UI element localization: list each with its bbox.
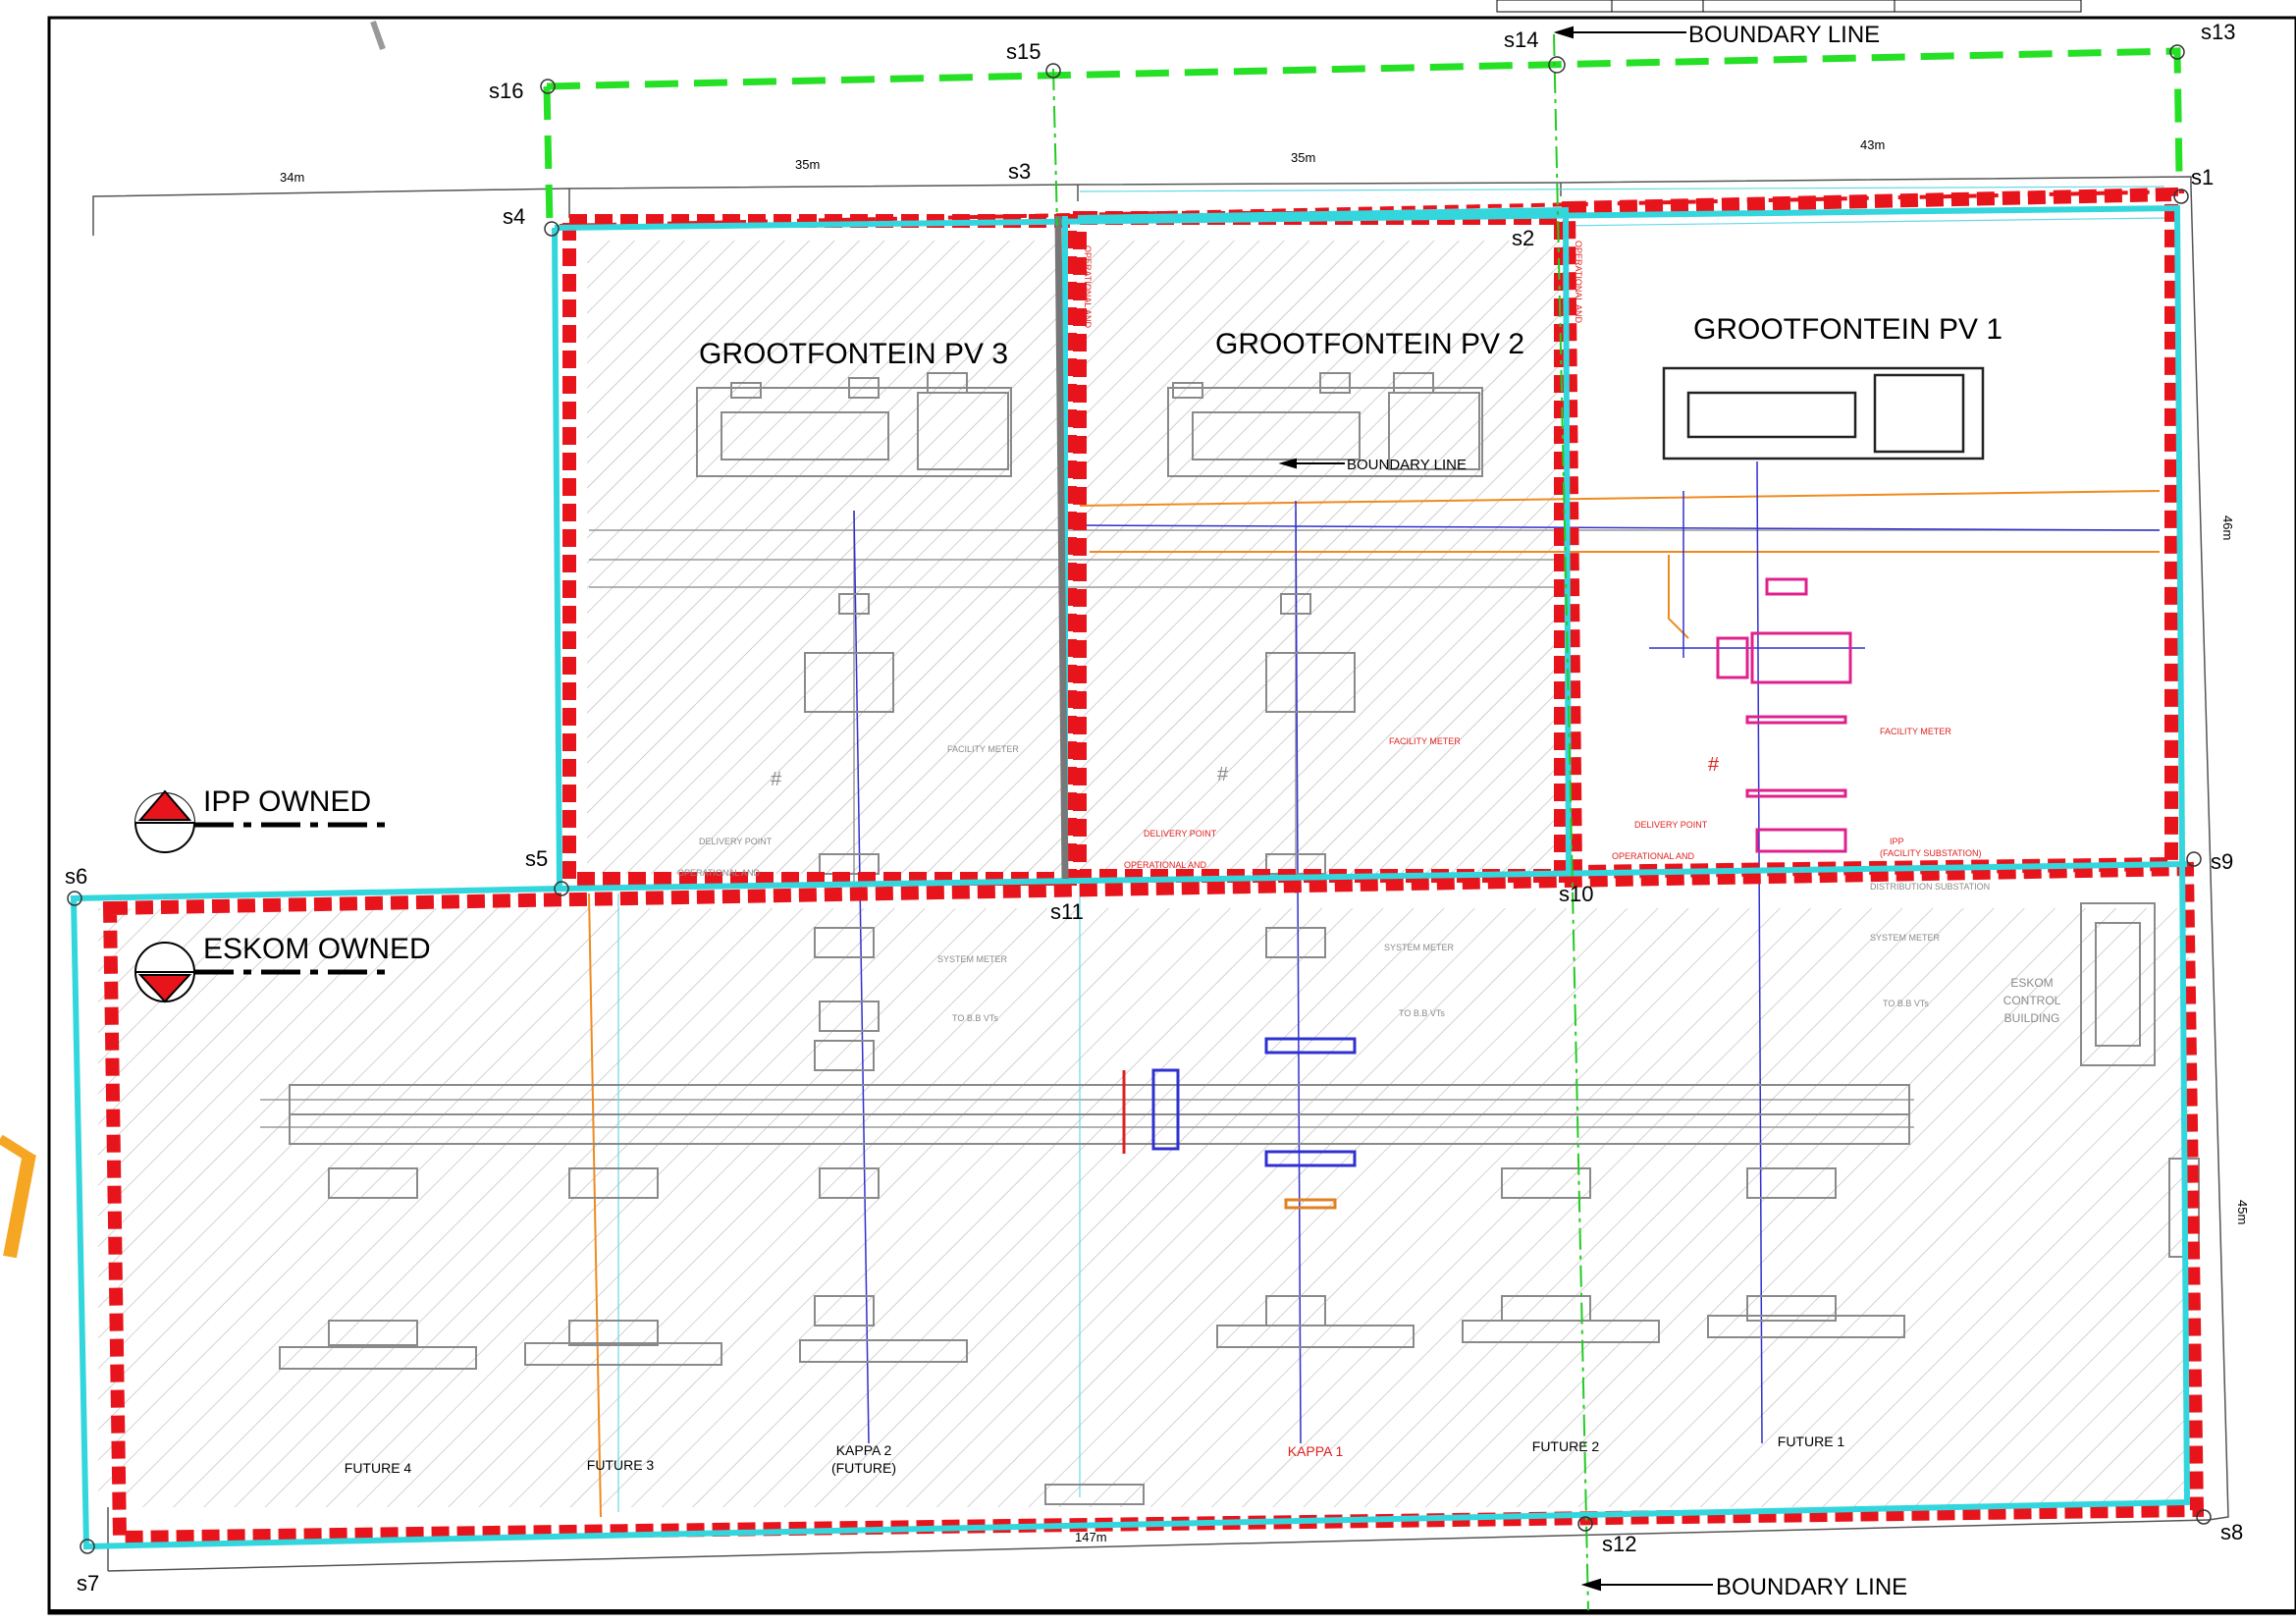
boundary-line bbox=[1052, 33, 1589, 1611]
delivery-point-pv3: DELIVERY POINT bbox=[699, 837, 773, 846]
boundary-line-inner-label: BOUNDARY LINE bbox=[1347, 457, 1467, 473]
ipp-label: IPP bbox=[1890, 837, 1904, 846]
dim-147m: 147m bbox=[1075, 1530, 1107, 1544]
to-vts-3: TO B.B VTs bbox=[1883, 999, 1929, 1008]
kappa1-equipment bbox=[1122, 1037, 1357, 1210]
pv1-title: GROOTFONTEIN PV 1 bbox=[1693, 313, 2002, 346]
point-s5: s5 bbox=[525, 846, 548, 871]
point-s11: s11 bbox=[1050, 899, 1084, 924]
point-s2: s2 bbox=[1512, 226, 1534, 250]
hatched-regions bbox=[98, 241, 2189, 1507]
dim-46m: 46m bbox=[2220, 515, 2235, 540]
point-s15: s15 bbox=[1006, 39, 1041, 64]
facility-meter-pv2: FACILITY METER bbox=[1389, 736, 1461, 746]
dimension-outline bbox=[92, 176, 2229, 1572]
hash-pv3: # bbox=[771, 769, 782, 790]
vertical-op-pv2: OPERATIONAL AND bbox=[1574, 241, 1583, 324]
boundary-arrows bbox=[1278, 26, 1713, 1592]
delivery-point-pv1: DELIVERY POINT bbox=[1634, 820, 1708, 830]
eskom-ipp-boundary bbox=[102, 861, 2205, 1545]
eskom-building-label: ESKOM CONTROL BUILDING bbox=[2003, 976, 2061, 1025]
to-vts-1: TO B.B VTs bbox=[952, 1013, 998, 1023]
distribution-substation-label: DISTRIBUTION SUBSTATION bbox=[1870, 882, 1990, 892]
survey-point-labels: s1 s2 s3 s4 s5 s6 s7 s8 s9 s10 s11 s12 s… bbox=[65, 20, 2243, 1596]
dim-35m-b: 35m bbox=[1291, 150, 1315, 165]
point-s16: s16 bbox=[489, 79, 523, 103]
point-s9: s9 bbox=[2211, 849, 2233, 874]
delivery-point-pv2: DELIVERY POINT bbox=[1144, 829, 1217, 839]
point-s13: s13 bbox=[2201, 20, 2235, 44]
dim-34m: 34m bbox=[280, 170, 304, 185]
system-meter-1: SYSTEM METER bbox=[937, 954, 1008, 964]
operational-and-pv2: OPERATIONAL AND bbox=[1124, 860, 1207, 870]
pv1-ipp-boundary bbox=[1561, 187, 2178, 880]
eskom-building-line1: ESKOM bbox=[2010, 976, 2053, 990]
eskom-owned-label: ESKOM OWNED bbox=[203, 933, 431, 965]
bay-kappa-1: KAPPA 1 bbox=[1288, 1443, 1344, 1459]
pv2-title: GROOTFONTEIN PV 2 bbox=[1215, 328, 1524, 360]
pv2-area bbox=[1080, 241, 1559, 874]
eskom-area bbox=[98, 908, 2189, 1507]
eskom-legend: ESKOM OWNED bbox=[134, 933, 431, 1003]
point-s6: s6 bbox=[65, 864, 87, 889]
pv3-ipp-boundary bbox=[562, 214, 1077, 886]
bay-future-3: FUTURE 3 bbox=[587, 1457, 655, 1473]
point-s14: s14 bbox=[1504, 27, 1538, 52]
point-s3: s3 bbox=[1008, 159, 1031, 184]
survey-markers bbox=[67, 44, 2212, 1554]
dimension-labels: 34m 35m 35m 43m 46m 45m 147m bbox=[280, 137, 2250, 1544]
facility-meter-pv1: FACILITY METER bbox=[1880, 727, 1951, 736]
bay-labels: FUTURE 4 FUTURE 3 KAPPA 2 (FUTURE) KAPPA… bbox=[345, 1434, 1845, 1476]
site-boundary bbox=[543, 47, 2183, 227]
point-s12: s12 bbox=[1602, 1532, 1636, 1556]
bay-future-4: FUTURE 4 bbox=[345, 1460, 412, 1476]
hash-pv1: # bbox=[1708, 754, 1720, 776]
bay-kappa-2: KAPPA 2 bbox=[836, 1442, 892, 1458]
hash-pv2: # bbox=[1217, 764, 1229, 785]
pv3-title: GROOTFONTEIN PV 3 bbox=[699, 338, 1008, 370]
dim-35m-a: 35m bbox=[795, 157, 820, 172]
operational-and-pv1: OPERATIONAL AND bbox=[1612, 851, 1695, 861]
pv1-equipment bbox=[1716, 577, 1852, 853]
to-vts-2: TO B.B VTs bbox=[1399, 1008, 1445, 1018]
vertical-op-pv3: OPERATIONAL AND bbox=[1083, 245, 1093, 329]
equipment-annotations: FACILITY METER FACILITY METER FACILITY M… bbox=[677, 241, 1990, 1023]
system-meter-3: SYSTEM METER bbox=[1870, 933, 1941, 943]
boundary-line-bottom-label: BOUNDARY LINE bbox=[1716, 1574, 1907, 1600]
bay-kappa-2-future: (FUTURE) bbox=[831, 1460, 896, 1476]
cyan-thin-lines bbox=[617, 186, 2165, 1512]
legend: IPP OWNED ESKOM OWNED bbox=[134, 785, 431, 1003]
bay-future-1: FUTURE 1 bbox=[1778, 1434, 1845, 1449]
eskom-building-line3: BUILDING bbox=[2004, 1011, 2060, 1025]
dim-43m: 43m bbox=[1860, 137, 1885, 152]
ipp-legend: IPP OWNED bbox=[134, 785, 388, 853]
pv3-area bbox=[587, 241, 1066, 874]
equipment-bays bbox=[279, 366, 2200, 1505]
point-s4: s4 bbox=[503, 204, 525, 229]
point-s8: s8 bbox=[2220, 1520, 2243, 1544]
point-s10: s10 bbox=[1559, 882, 1593, 906]
point-s7: s7 bbox=[77, 1571, 99, 1596]
bay-future-2: FUTURE 2 bbox=[1532, 1438, 1600, 1454]
point-s1: s1 bbox=[2191, 165, 2214, 189]
boundary-line-top-label: BOUNDARY LINE bbox=[1688, 22, 1880, 48]
ipp-owned-label: IPP OWNED bbox=[203, 785, 371, 818]
eskom-building-line2: CONTROL bbox=[2003, 994, 2061, 1007]
dim-45m: 45m bbox=[2235, 1200, 2250, 1224]
cable-routes bbox=[260, 511, 2160, 1128]
operational-and-pv3: OPERATIONAL AND bbox=[677, 868, 761, 878]
facility-substation-label: (FACILITY SUBSTATION) bbox=[1880, 848, 1982, 858]
system-meter-2: SYSTEM METER bbox=[1384, 943, 1455, 952]
eskom-boundary bbox=[70, 204, 2191, 1550]
orange-cables bbox=[588, 490, 2161, 1518]
blue-lines bbox=[853, 460, 2161, 1444]
facility-meter-pv3: FACILITY METER bbox=[947, 744, 1019, 754]
